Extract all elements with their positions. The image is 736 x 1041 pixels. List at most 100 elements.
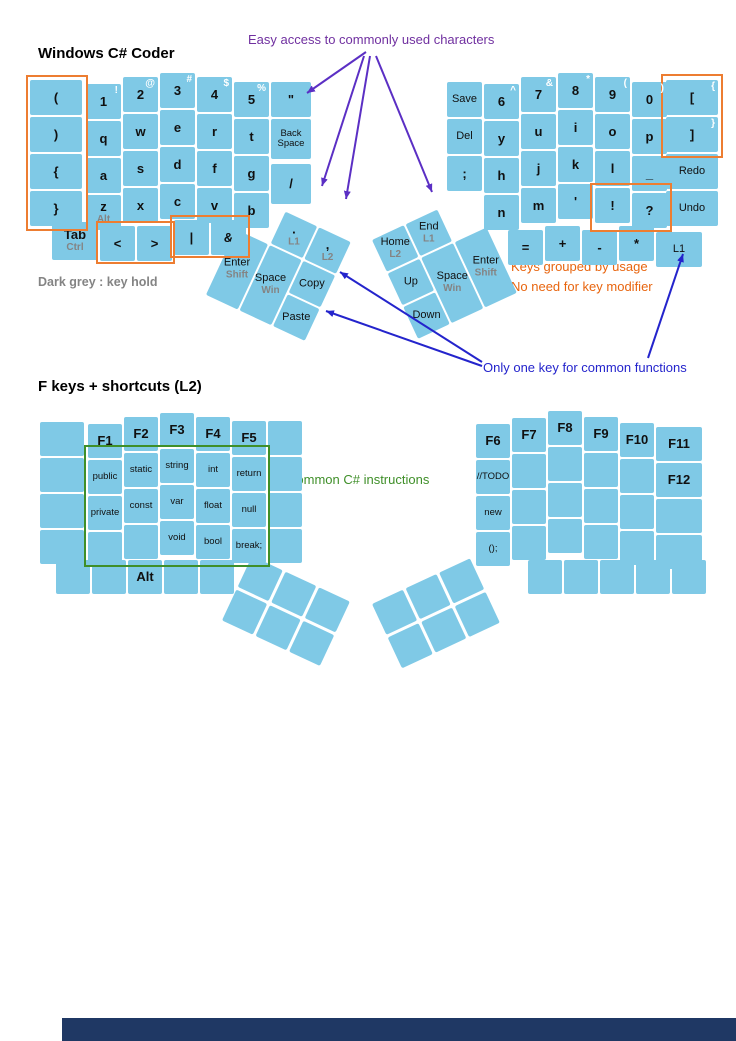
key-greater-than: > <box>137 226 172 261</box>
key-1: !1 <box>86 84 121 119</box>
key-private: private <box>88 496 122 530</box>
key-c: c <box>160 184 195 219</box>
key-static: static <box>124 453 158 487</box>
key-label: Copy <box>299 277 325 290</box>
key-label: Space <box>436 270 468 283</box>
key-label: null <box>241 504 257 516</box>
key-blank <box>40 422 84 456</box>
key-label: Space <box>254 272 287 285</box>
key-label: p <box>645 128 654 144</box>
key-label: bool <box>204 536 222 548</box>
key-asterisk: * <box>619 226 654 261</box>
key-shifted-char: * <box>586 74 590 85</box>
key-paste: Paste <box>273 294 320 341</box>
key-label: 3 <box>173 82 182 98</box>
key-e: e <box>160 110 195 145</box>
key-i: i <box>558 110 593 145</box>
key-label: s <box>136 160 145 176</box>
key-7: &7 <box>521 77 556 112</box>
key-break: break; <box>232 529 266 563</box>
key-blank <box>584 525 618 559</box>
key-label: void <box>168 532 186 544</box>
key-label: int <box>207 464 219 476</box>
key-label: 5 <box>247 91 256 107</box>
key-label: x <box>136 197 145 213</box>
key-s: s <box>123 151 158 186</box>
key-a: a <box>86 158 121 193</box>
key-label: F2 <box>133 426 149 442</box>
key-f12: F12 <box>656 463 702 497</box>
key-label: F4 <box>205 426 221 442</box>
key-label: m <box>532 197 545 213</box>
key-label: / <box>289 176 293 192</box>
key-close-bracket: }] <box>666 117 718 152</box>
key-label: v <box>210 197 219 213</box>
key-label: a <box>99 167 108 183</box>
key-label: 0 <box>645 91 654 107</box>
key-label: q <box>99 130 108 146</box>
key-label: e <box>173 119 182 135</box>
key-blank <box>620 459 654 493</box>
key-float: float <box>196 489 230 523</box>
key-l: l <box>595 151 630 186</box>
key-t: t <box>234 119 269 154</box>
key-pipe: | <box>174 220 209 255</box>
key-hold-label: L2 <box>389 248 402 260</box>
key-f11: F11 <box>656 427 702 461</box>
key-hold-label: Win <box>261 285 280 297</box>
key-x: x <box>123 188 158 223</box>
key-todo-comment: //TODO <box>476 460 510 494</box>
key-label: o <box>608 123 617 139</box>
key-label: 8 <box>571 82 580 98</box>
key-label: f <box>212 160 217 176</box>
key-blank <box>454 591 500 638</box>
annotation-csharp: Common C# instructions <box>287 472 430 487</box>
key-f10: F10 <box>620 423 654 457</box>
key-label: n <box>497 204 506 220</box>
key-var: var <box>160 485 194 519</box>
key-label: - <box>597 239 602 255</box>
key-j: j <box>521 151 556 186</box>
key-label: (); <box>488 543 498 555</box>
key-blank <box>564 560 598 594</box>
key-blank <box>584 453 618 487</box>
key-label: public <box>92 471 118 483</box>
purple-arrow <box>343 55 371 200</box>
key-shifted-char: # <box>186 74 192 85</box>
key-shifted-char: @ <box>145 78 155 89</box>
key-g: g <box>234 156 269 191</box>
key-label: Home <box>380 235 410 248</box>
key-label: F9 <box>593 426 609 442</box>
key-label: //TODO <box>476 471 510 483</box>
key-label: + <box>558 235 567 251</box>
key-4: $4 <box>197 77 232 112</box>
key-f8: F8 <box>548 411 582 445</box>
key-blank <box>40 530 84 564</box>
key-hold-label: L1 <box>422 232 435 244</box>
key-apostrophe: ' <box>558 184 593 219</box>
key-f7: F7 <box>512 418 546 452</box>
purple-arrow <box>306 51 367 94</box>
key-label: ? <box>645 202 654 218</box>
key-hold-label: Ctrl <box>66 242 84 254</box>
key-blank <box>656 499 702 533</box>
key-label: < <box>113 235 122 251</box>
key-blank <box>56 560 90 594</box>
key-m: m <box>521 188 556 223</box>
key-label: ! <box>610 197 615 213</box>
key-open-paren: ( <box>30 80 82 115</box>
key-exclamation: ! <box>595 188 630 223</box>
key-label: Up <box>403 275 418 288</box>
key-label: Enter <box>472 254 499 267</box>
key-k: k <box>558 147 593 182</box>
key-label: t <box>249 128 254 144</box>
key-open-bracket: {[ <box>666 80 718 115</box>
key-label: Tab <box>63 227 87 243</box>
key-label: d <box>173 156 182 172</box>
key-alt: Alt <box>128 560 162 594</box>
key-p: p <box>632 119 667 154</box>
key-label: ] <box>689 126 695 142</box>
key-label: Alt <box>136 569 154 585</box>
key-label: private <box>90 507 120 519</box>
